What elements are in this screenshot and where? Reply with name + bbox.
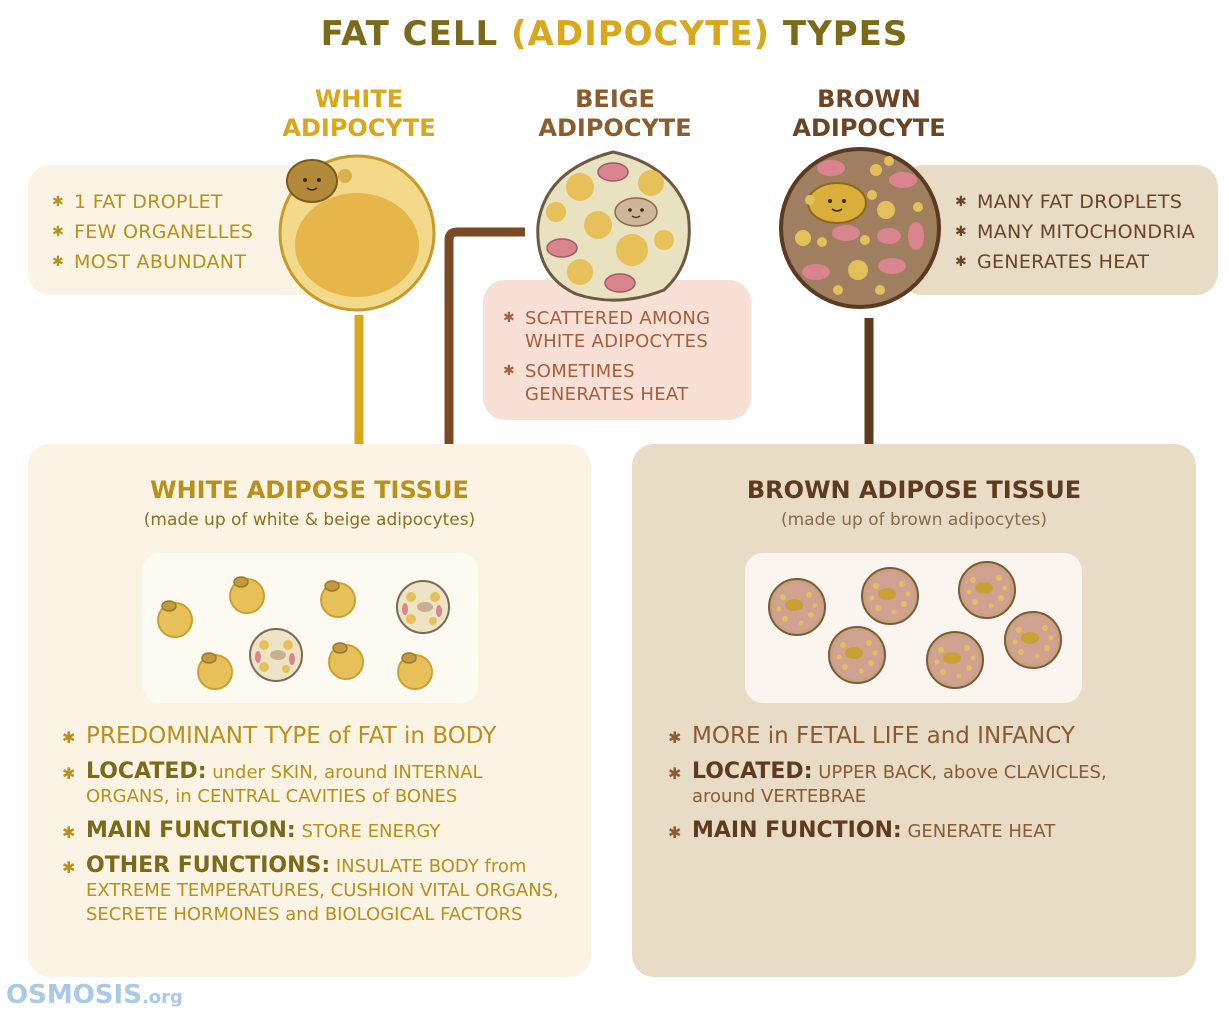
white-tissue-facts: PREDOMINANT TYPE of FAT in BODY LOCATED:… [62,724,562,937]
title-part1: FAT CELL [320,14,511,54]
white-adipocyte-bullets: 1 FAT DROPLET FEW ORGANELLES MOST ABUNDA… [52,187,292,277]
brown-adipocyte-bullets: MANY FAT DROPLETS MANY MITOCHONDRIA GENE… [955,187,1205,277]
title-accent: (ADIPOCYTE) [511,14,771,54]
brown-adipocyte-label: BROWN ADIPOCYTE [792,85,946,142]
list-item: MANY FAT DROPLETS [955,187,1205,217]
list-item: LOCATED: UPPER BACK, above CLAVICLES, ar… [668,760,1168,809]
list-item: FEW ORGANELLES [52,217,292,247]
white-adipocyte-illustration [278,154,436,312]
list-item: GENERATES HEAT [955,247,1205,277]
beige-adipocyte-bullets: SCATTERED AMONG WHITE ADIPOCYTES SOMETIM… [503,307,739,413]
logo-suffix: .org [141,987,183,1008]
beige-adipocyte-illustration [536,150,691,302]
brown-tissue-facts: MORE in FETAL LIFE and INFANCY LOCATED: … [668,724,1168,854]
list-item: MORE in FETAL LIFE and INFANCY [668,724,1168,750]
white-tissue-subtitle: (made up of white & beige adipocytes) [143,510,476,530]
list-item: LOCATED: under SKIN, around INTERNAL ORG… [62,760,562,809]
beige-adipocyte-label: BEIGE ADIPOCYTE [538,85,692,142]
page-title: FAT CELL (ADIPOCYTE) TYPES [0,14,1229,54]
list-item: SCATTERED AMONG WHITE ADIPOCYTES [503,307,739,353]
brown-adipocyte-illustration [779,147,941,309]
brown-tissue-title: BROWN ADIPOSE TISSUE [746,476,1082,504]
list-item: SOMETIMES GENERATES HEAT [503,360,739,406]
list-item: MAIN FUNCTION: GENERATE HEAT [668,819,1168,846]
list-item: MOST ABUNDANT [52,247,292,277]
white-tissue-title: WHITE ADIPOSE TISSUE [150,476,469,504]
brown-tissue-subtitle: (made up of brown adipocytes) [780,510,1048,530]
osmosis-logo: OSMOSIS.org [6,980,183,1010]
list-item: 1 FAT DROPLET [52,187,292,217]
beige-connector [444,227,525,444]
list-item: MAIN FUNCTION: STORE ENERGY [62,819,562,846]
logo-name: OSMOSIS [6,980,142,1010]
brown-adipose-tissue-panel [632,444,1196,977]
list-item: PREDOMINANT TYPE of FAT in BODY [62,724,562,750]
list-item: OTHER FUNCTIONS: INSULATE BODY from EXTR… [62,854,562,927]
list-item: MANY MITOCHONDRIA [955,217,1205,247]
white-adipocyte-label: WHITE ADIPOCYTE [282,85,436,142]
title-part2: TYPES [770,14,909,54]
